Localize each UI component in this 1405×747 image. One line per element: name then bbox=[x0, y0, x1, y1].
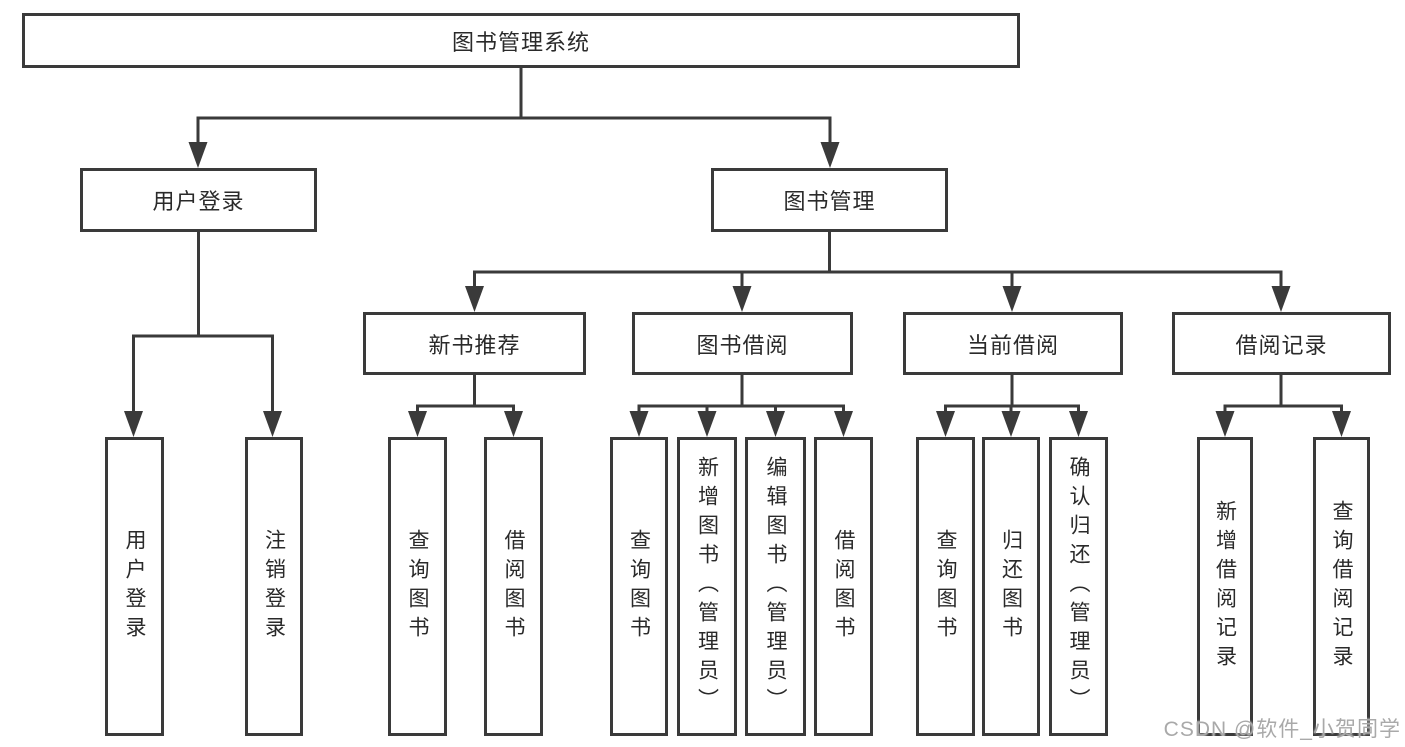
arrowhead-icon bbox=[766, 411, 785, 437]
csdn-watermark: CSDN @软件_小贺同学 bbox=[1163, 718, 1401, 741]
node-label: 新书推荐 bbox=[428, 332, 521, 358]
arrowhead-icon bbox=[408, 411, 427, 437]
node-label: 注销登录 bbox=[262, 528, 286, 645]
node-label: 编辑图书（管理员） bbox=[764, 456, 787, 717]
node-label: 图书管理 bbox=[783, 189, 876, 214]
diagram-leaf-confirm-return-admin: 确认归还（管理员） bbox=[1049, 437, 1108, 736]
diagram-leaf-query-borrow-record: 查询借阅记录 bbox=[1313, 437, 1370, 736]
node-label: 查询图书 bbox=[406, 528, 429, 645]
node-label: 查询图书 bbox=[934, 528, 957, 645]
diagram-node-book-management: 图书管理 bbox=[711, 168, 948, 232]
node-label: 图书管理系统 bbox=[451, 29, 590, 55]
diagram-leaf-user-login: 用户登录 bbox=[105, 437, 164, 736]
diagram-node-book-borrow: 图书借阅 bbox=[632, 312, 853, 375]
arrowhead-icon bbox=[1069, 411, 1088, 437]
diagram-leaf-add-book-admin: 新增图书（管理员） bbox=[677, 437, 737, 736]
arrowhead-icon bbox=[465, 286, 484, 312]
arrowhead-icon bbox=[629, 411, 649, 437]
node-label: 新增借阅记录 bbox=[1213, 499, 1237, 674]
diagram-leaf-add-borrow-record: 新增借阅记录 bbox=[1197, 437, 1253, 736]
arrowhead-icon bbox=[1332, 411, 1351, 437]
node-label: 查询借阅记录 bbox=[1330, 499, 1353, 674]
arrowhead-icon bbox=[1002, 286, 1022, 312]
arrowhead-icon bbox=[504, 411, 523, 437]
arrowhead-icon bbox=[936, 411, 955, 437]
diagram-leaf-query-book-borrow: 查询图书 bbox=[610, 437, 668, 736]
arrowhead-icon bbox=[820, 142, 840, 168]
diagram-node-new-book-recommend: 新书推荐 bbox=[363, 312, 586, 375]
node-label: 借阅记录 bbox=[1235, 332, 1328, 358]
diagram-leaf-logout: 注销登录 bbox=[245, 437, 303, 736]
node-label: 确认归还（管理员） bbox=[1067, 456, 1090, 717]
node-label: 查询图书 bbox=[627, 528, 651, 645]
diagram-node-borrow-records: 借阅记录 bbox=[1172, 312, 1391, 375]
arrowhead-icon bbox=[263, 411, 282, 437]
arrowhead-icon bbox=[124, 411, 143, 437]
arrowhead-icon bbox=[697, 411, 717, 437]
arrowhead-icon bbox=[1215, 411, 1235, 437]
diagram-leaf-edit-book-admin: 编辑图书（管理员） bbox=[745, 437, 806, 736]
diagram-leaf-borrow-book: 借阅图书 bbox=[814, 437, 873, 736]
diagram-node-user-login: 用户登录 bbox=[80, 168, 317, 232]
diagram-leaf-return-book: 归还图书 bbox=[982, 437, 1040, 736]
diagram-leaf-borrow-book-recommend: 借阅图书 bbox=[484, 437, 543, 736]
arrowhead-icon bbox=[188, 142, 208, 168]
diagram-leaf-query-book-recommend: 查询图书 bbox=[388, 437, 447, 736]
node-label: 借阅图书 bbox=[502, 528, 525, 645]
arrowhead-icon bbox=[732, 286, 752, 312]
arrowhead-icon bbox=[1271, 286, 1291, 312]
node-label: 归还图书 bbox=[999, 528, 1023, 645]
node-label: 新增图书（管理员） bbox=[695, 456, 719, 717]
node-label: 用户登录 bbox=[123, 528, 146, 645]
diagram-node-current-borrow: 当前借阅 bbox=[903, 312, 1123, 375]
node-label: 用户登录 bbox=[152, 189, 245, 214]
diagram-leaf-query-book-current: 查询图书 bbox=[916, 437, 975, 736]
node-label: 借阅图书 bbox=[832, 528, 855, 645]
diagram-node-root: 图书管理系统 bbox=[22, 13, 1020, 68]
arrowhead-icon bbox=[834, 411, 853, 437]
node-label: 当前借阅 bbox=[966, 332, 1059, 358]
node-label: 图书借阅 bbox=[696, 332, 789, 358]
arrowhead-icon bbox=[1001, 411, 1021, 437]
